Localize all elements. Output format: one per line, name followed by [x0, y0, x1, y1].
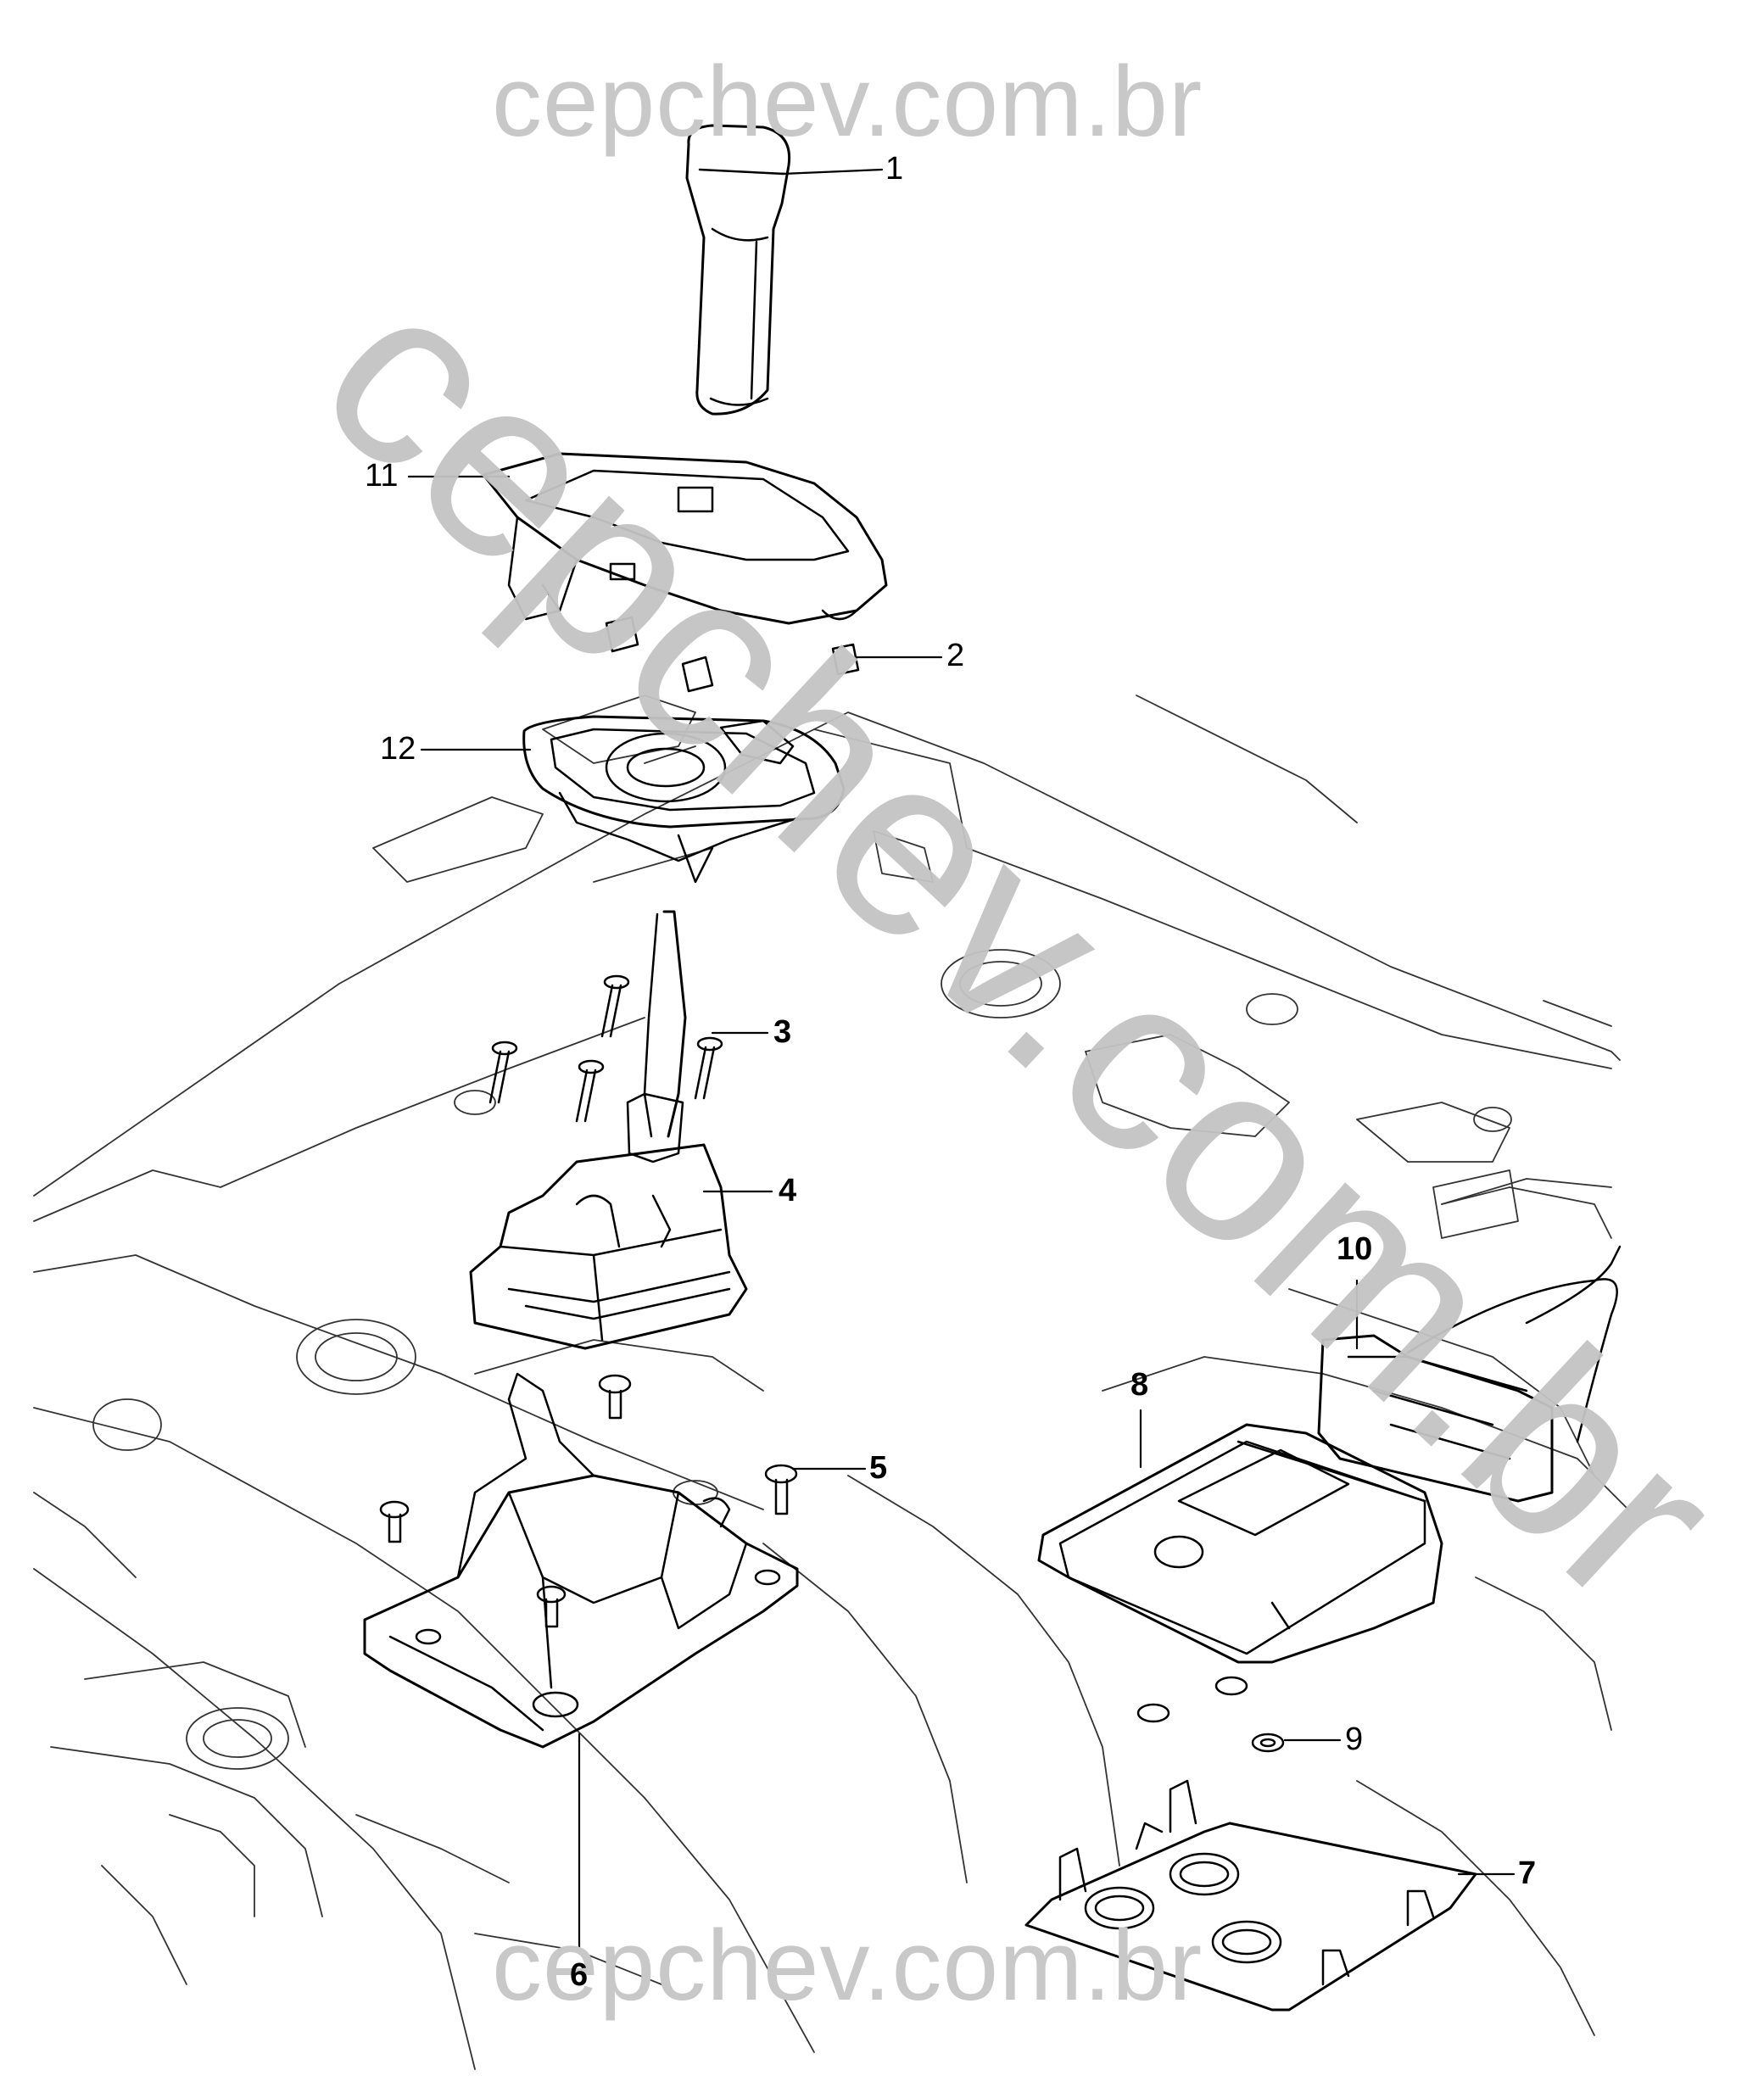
- part-4-shifter-assembly: [469, 910, 748, 1350]
- callout-11: 11: [365, 458, 399, 494]
- part-9-nuts: [1136, 1676, 1285, 1753]
- callout-8: 8: [1130, 1367, 1149, 1403]
- callout-5: 5: [869, 1450, 888, 1486]
- part-5-bolts: [379, 1374, 798, 1628]
- callout-4: 4: [779, 1173, 797, 1208]
- callout-9: 9: [1345, 1721, 1364, 1757]
- watermark-bottom: cepchev.com.br: [492, 1910, 1203, 2022]
- watermark-top: cepchev.com.br: [492, 46, 1203, 158]
- callout-12: 12: [380, 731, 416, 767]
- part-10-connector: [1317, 1245, 1622, 1503]
- part-11-console-bezel: [482, 452, 888, 625]
- floor-pan: [33, 695, 1629, 2070]
- callout-10: 10: [1337, 1231, 1373, 1267]
- callout-3: 3: [773, 1014, 792, 1050]
- part-3-screws: [488, 974, 723, 1123]
- part-12-shift-plate: [522, 715, 846, 884]
- part-6-base-housing: [363, 1372, 799, 1749]
- callout-1: 1: [885, 151, 904, 187]
- part-2-clips: [605, 616, 860, 693]
- callout-6: 6: [570, 1957, 589, 1993]
- callout-2: 2: [946, 638, 965, 673]
- part-7-bracket: [1024, 1779, 1477, 2012]
- part-1-shift-knob: [685, 124, 791, 416]
- leader-lines: [407, 168, 1516, 1952]
- part-8-control-module: [1037, 1423, 1443, 1664]
- callout-7: 7: [1518, 1855, 1537, 1891]
